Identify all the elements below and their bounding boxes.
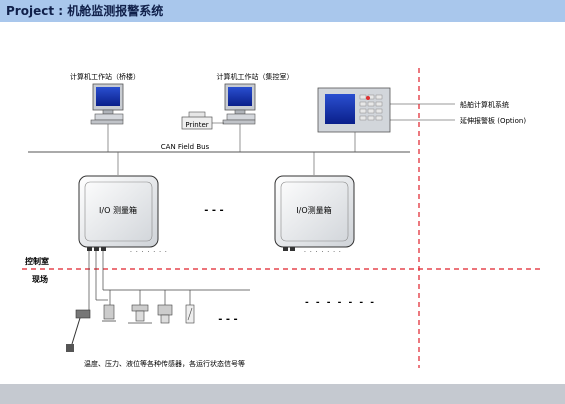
panel-keypad-icon	[359, 94, 383, 121]
connector-icon	[283, 247, 295, 251]
io-box-2-label: I/O测量箱	[296, 205, 331, 215]
connector-dots: . . . . . . .	[130, 247, 168, 254]
pressure-sensor-icon	[102, 304, 116, 322]
can-bus-label: CAN Field Bus	[161, 143, 210, 151]
printer: Printer	[181, 111, 224, 130]
level-sensor-icon	[128, 304, 152, 324]
sensor-ellipsis: - - -	[218, 314, 237, 325]
page-title: Project : 机舱监测报警系统	[6, 2, 163, 19]
connector-icon	[87, 247, 106, 251]
can-field-bus: CAN Field Bus	[28, 143, 410, 153]
footer-bar	[0, 384, 565, 404]
ship-computer-panel: 船舶计算机系统 延伸报警板 (Option)	[317, 87, 526, 133]
box-ellipsis: - - -	[204, 205, 223, 216]
temperature-sensor-icon	[66, 309, 91, 352]
workstation-control-room-label: 计算机工作站（集控室）	[217, 72, 294, 81]
computer-monitor-icon	[222, 83, 256, 125]
io-box-1-label: I/O 测量箱	[99, 205, 137, 215]
connector-dots: . . . . . . .	[304, 247, 342, 254]
io-box-2: I/O测量箱 . . . . . . .	[274, 175, 355, 254]
extension-panel-label: 延伸报警板 (Option)	[460, 116, 526, 125]
field-label: 现场	[32, 274, 48, 284]
panel-screen	[325, 94, 355, 124]
computer-monitor-icon	[90, 83, 124, 125]
sensor-wiring	[88, 251, 250, 310]
title-text: 机舱监测报警系统	[67, 4, 164, 18]
workstation-bridge: 计算机工作站（桥楼）	[70, 72, 140, 125]
ship-computer-label: 船舶计算机系统	[460, 100, 509, 109]
flow-sensor-icon	[157, 304, 173, 324]
header-bar: Project : 机舱监测报警系统	[0, 0, 565, 22]
control-room-label: 控制室	[25, 256, 49, 266]
io-box-1: I/O 测量箱 . . . . . . .	[78, 175, 168, 254]
sensor-caption: 温度、压力、液位等各种传感器，各运行状态信号等	[84, 359, 245, 368]
field-dashes: - - - - - - -	[305, 298, 376, 308]
workstation-bridge-label: 计算机工作站（桥楼）	[70, 72, 140, 81]
printer-label: Printer	[185, 121, 208, 129]
workstation-control-room: 计算机工作站（集控室）	[217, 72, 294, 125]
title-prefix: Project :	[6, 4, 64, 18]
switch-sensor-icon	[185, 304, 195, 324]
alarm-lamp-icon	[366, 96, 370, 100]
